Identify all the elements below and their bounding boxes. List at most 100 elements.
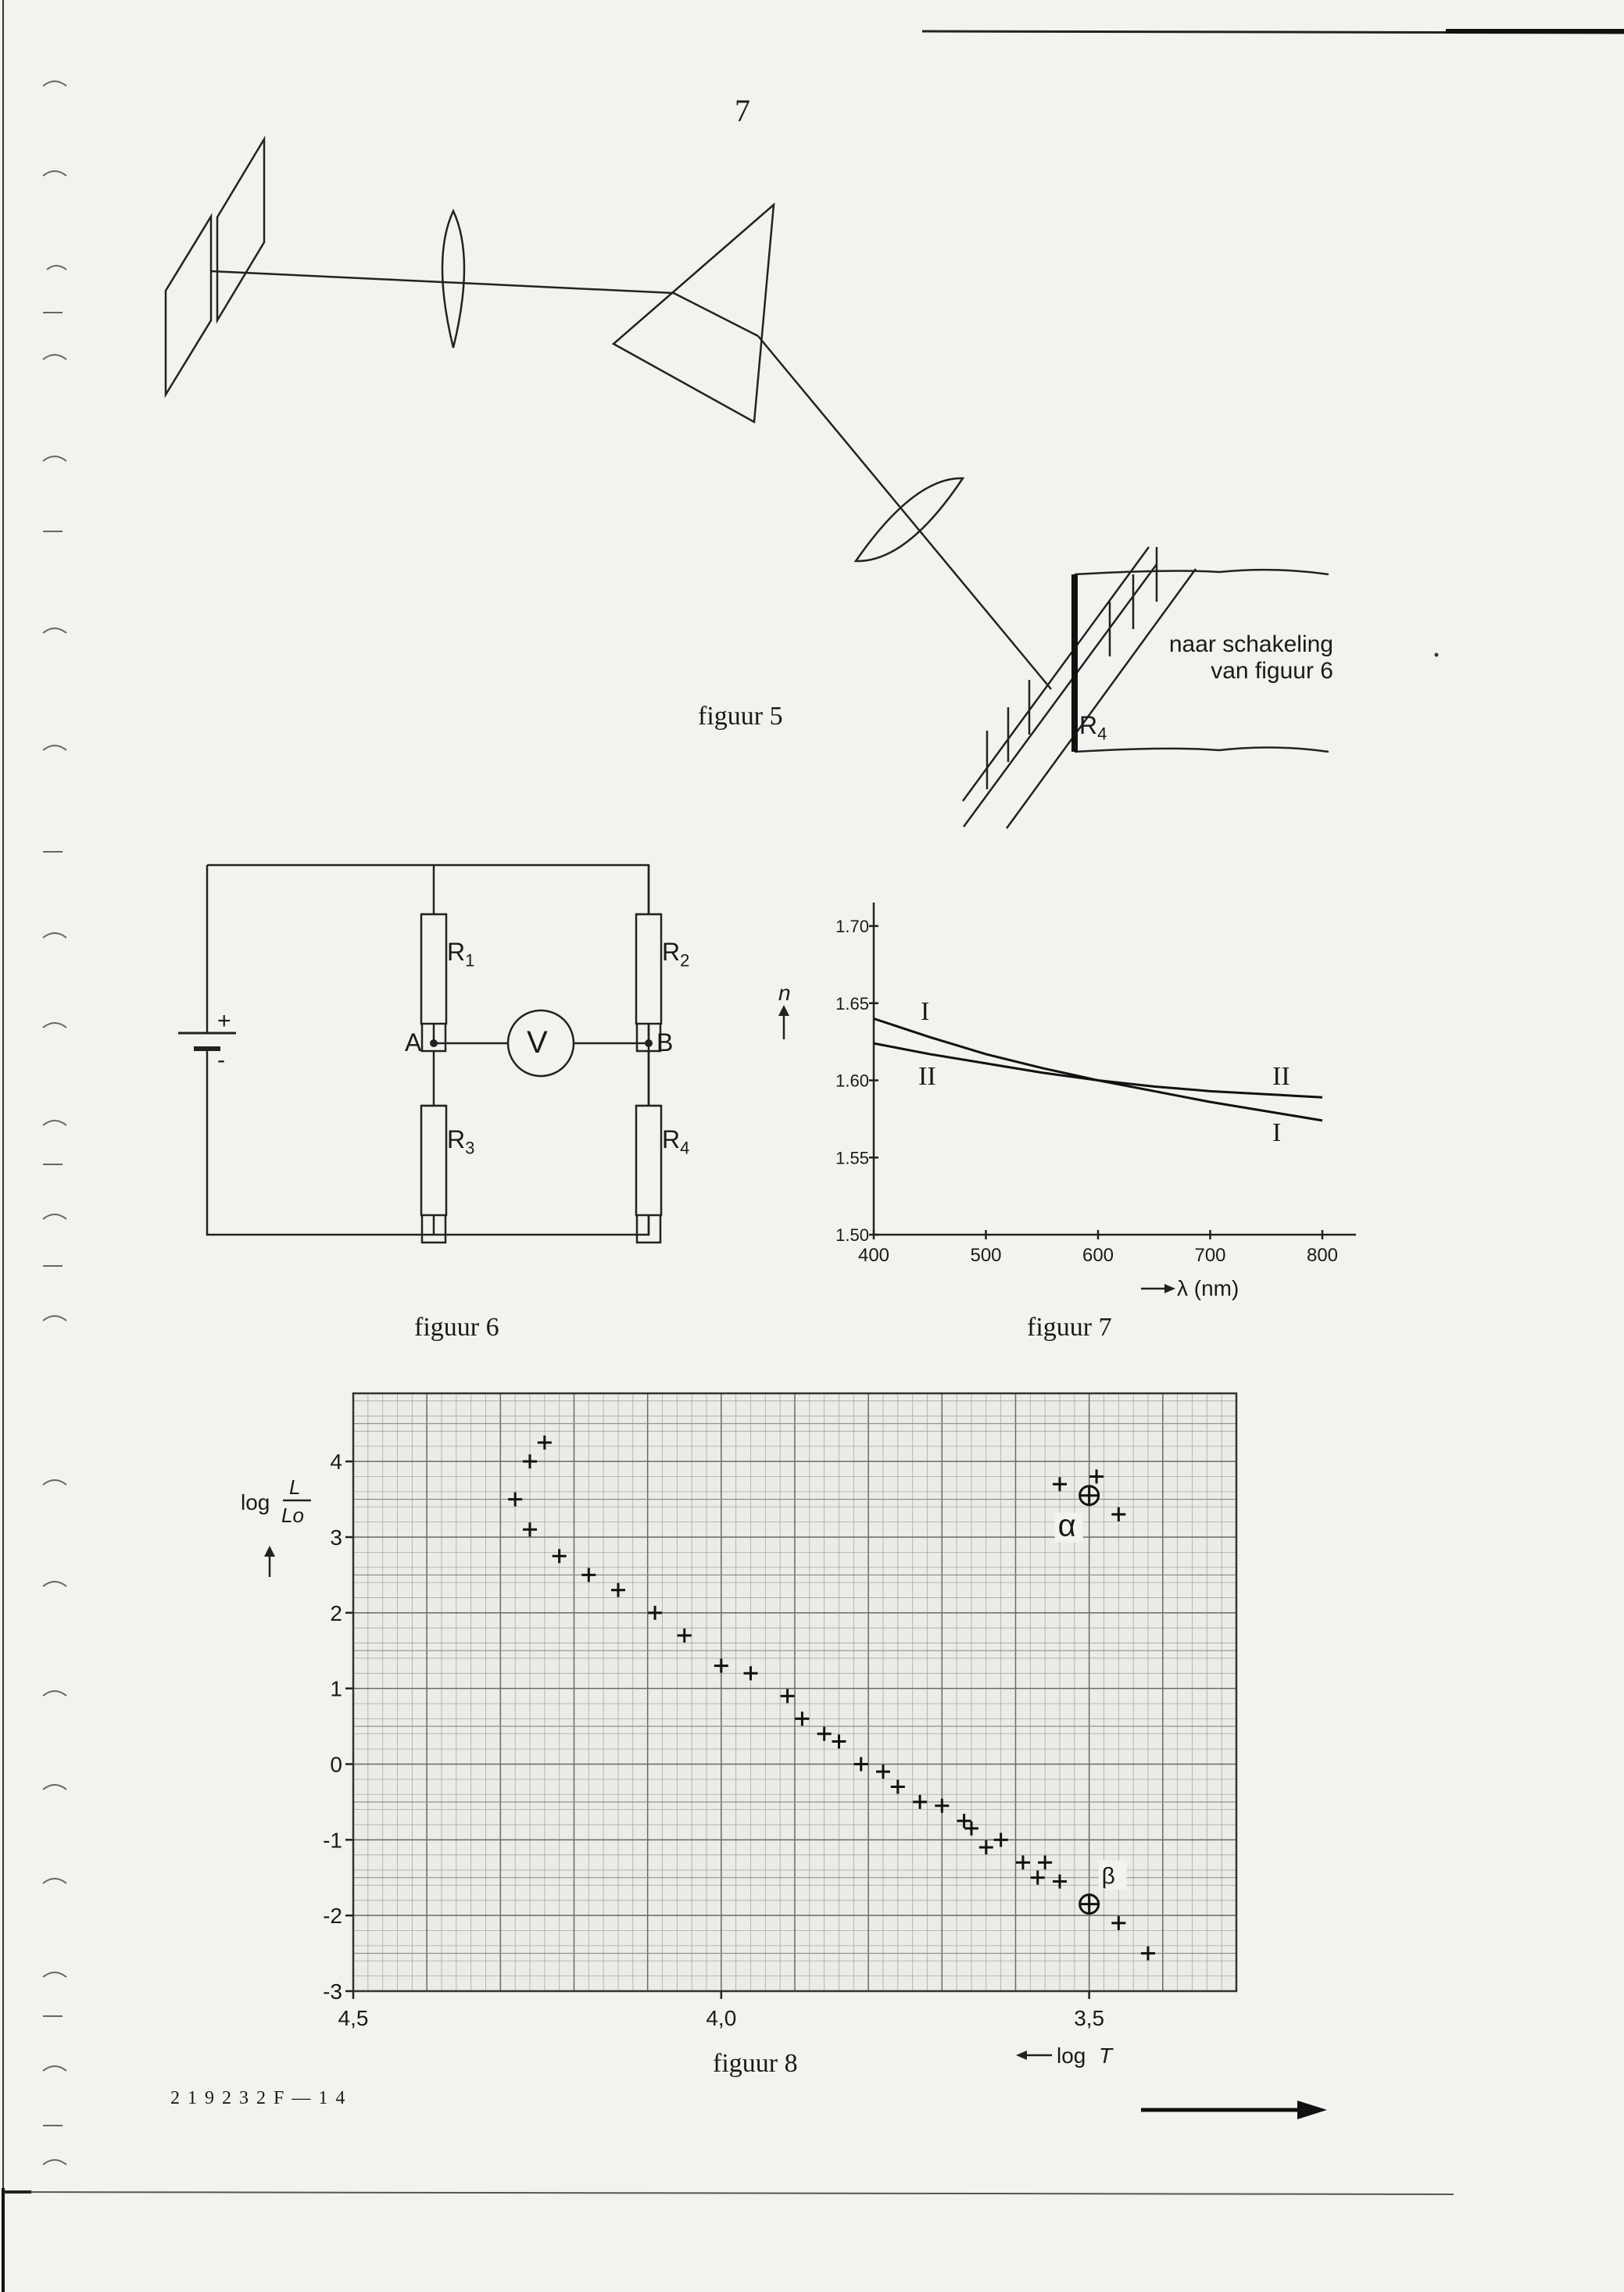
collimator-lens <box>441 209 466 349</box>
data-point <box>957 1814 971 1829</box>
y-tick-label: -3 <box>323 1979 342 2004</box>
y-tick-label: 3 <box>330 1525 342 1550</box>
y-axis-arrowhead-icon <box>778 1005 789 1016</box>
y-axis-label: n <box>778 981 791 1005</box>
data-point <box>1053 1874 1067 1889</box>
data-point <box>1053 1477 1067 1492</box>
y-tick-label: 4 <box>330 1450 342 1474</box>
figure-6-r2-label: R2 <box>662 938 690 971</box>
marked-point-cross <box>1079 1894 1099 1914</box>
x-label-var: T <box>1099 2043 1114 2068</box>
figure-6-r1-label: R1 <box>447 938 475 971</box>
x-tick-label: 4,0 <box>706 2006 736 2030</box>
lead-lower <box>1074 746 1329 753</box>
figure-7-axes: 400 500 600 700 800 1.50 1.55 1.60 1.65 1.70 n λ (n… <box>778 903 1356 1300</box>
figure-6-caption: figuur 6 <box>414 1313 499 1342</box>
data-point <box>780 1689 795 1704</box>
figure-6-r4-label: R4 <box>662 1125 690 1158</box>
figure-5-caption: figuur 5 <box>698 702 783 731</box>
data-point <box>913 1794 928 1809</box>
data-point <box>581 1568 596 1582</box>
figure-7-chart: 400 500 600 700 800 1.50 1.55 1.60 1.65 1.70 n λ (n… <box>778 903 1356 1300</box>
note-line-1: naar schakeling <box>1168 631 1333 657</box>
x-tick-label: 400 <box>858 1245 889 1266</box>
focusing-lens <box>853 477 965 563</box>
x-tick-label: 800 <box>1307 1245 1338 1266</box>
series-line <box>873 1042 1323 1099</box>
screen-face <box>962 563 1158 828</box>
y-tick-label: -2 <box>323 1904 342 1928</box>
data-point <box>611 1582 625 1597</box>
data-point <box>508 1492 523 1507</box>
series-2: II II <box>873 1042 1323 1099</box>
y-tick-label: 1 <box>330 1677 342 1701</box>
data-point <box>817 1726 832 1741</box>
data-point <box>978 1840 993 1855</box>
marked-point-label: α <box>1058 1509 1076 1543</box>
figure-5-note: naar schakeling van figuur 6 <box>1155 631 1333 685</box>
data-point <box>1038 1855 1053 1870</box>
figure-5-diagram <box>164 135 1439 829</box>
slit-plate-back <box>216 135 266 324</box>
x-tick-label: 500 <box>970 1245 1001 1266</box>
emergent-beam <box>757 335 1052 690</box>
screen-edge-lower <box>961 546 1150 802</box>
y-label-log: log <box>241 1490 270 1514</box>
y-tick-label: 1.65 <box>835 994 869 1014</box>
data-point <box>1089 1469 1104 1484</box>
figure-5-r4-label: R4 <box>1079 711 1107 744</box>
page-number: 7 <box>735 93 750 128</box>
figure-6-circuit <box>178 864 663 1244</box>
x-tick-label: 600 <box>1082 1245 1114 1266</box>
data-point <box>537 1435 552 1450</box>
data-point <box>743 1666 758 1681</box>
data-point <box>935 1798 950 1813</box>
data-point <box>876 1765 890 1779</box>
figure-8-caption: figuur 8 <box>713 2049 798 2078</box>
y-tick-label: 1.70 <box>835 917 869 936</box>
data-points <box>508 1435 1155 1961</box>
refracted-beam-inside <box>673 291 759 338</box>
y-tick-label: 1.55 <box>835 1148 869 1167</box>
data-point <box>677 1628 692 1643</box>
node-a-dot <box>430 1039 438 1047</box>
data-point <box>1111 1915 1126 1930</box>
footer-exam-code: 2 1 9 2 3 2 F — 1 4 <box>170 2088 347 2108</box>
y-axis-arrowhead-icon <box>264 1546 275 1557</box>
data-point <box>890 1779 905 1794</box>
figure-8-grid <box>352 1392 1238 1993</box>
figure-7-caption: figuur 7 <box>1027 1313 1112 1342</box>
slit-plate-front <box>164 213 213 399</box>
data-point <box>523 1522 537 1537</box>
y-tick-label: -1 <box>323 1828 342 1852</box>
data-point <box>1015 1855 1030 1870</box>
series-label: II <box>918 1062 936 1091</box>
lead-upper <box>1074 568 1329 576</box>
x-tick-label: 700 <box>1194 1245 1225 1266</box>
data-point <box>964 1821 978 1836</box>
data-point <box>648 1605 663 1620</box>
marked-point-cross <box>1079 1486 1099 1505</box>
figure-6-plus: + <box>217 1008 231 1034</box>
y-tick-label: 0 <box>330 1752 342 1776</box>
data-point <box>795 1711 810 1726</box>
series-label: II <box>1272 1062 1290 1091</box>
data-point <box>1111 1507 1126 1521</box>
x-axis-label: λ (nm) <box>1177 1276 1239 1300</box>
series-label: I <box>1272 1118 1281 1147</box>
node-b-dot <box>645 1039 653 1047</box>
y-tick-label: 2 <box>330 1601 342 1625</box>
figure-6-meter-label: V <box>527 1025 548 1060</box>
marked-point-beta: β <box>1078 1860 1127 1915</box>
data-point <box>853 1757 868 1772</box>
x-axis-arrowhead-icon <box>1164 1284 1175 1293</box>
x-tick-label: 3,5 <box>1074 2006 1104 2030</box>
y-tick-label: 1.50 <box>835 1225 869 1245</box>
figure-6-minus: - <box>217 1047 225 1073</box>
y-label-numerator: L <box>289 1475 300 1499</box>
next-page-arrow-icon <box>1141 2101 1327 2119</box>
y-tick-label: 1.60 <box>835 1071 869 1091</box>
